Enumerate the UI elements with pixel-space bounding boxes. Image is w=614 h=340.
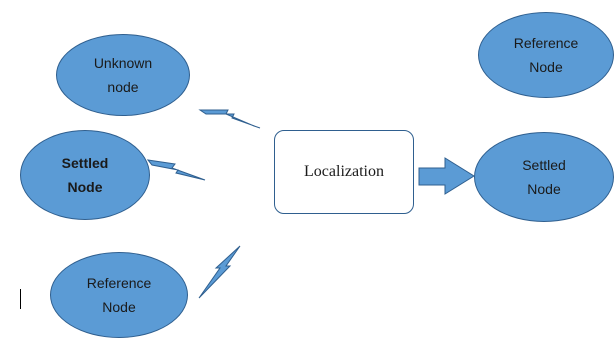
lightning-bolt-icon (146, 159, 206, 181)
node-settled-right: Settled Node (474, 132, 614, 222)
localization-box: Localization (274, 130, 414, 214)
node-label-line: Settled (61, 155, 109, 171)
node-label-line: Reference (86, 275, 152, 291)
lightning-bolt-icon (198, 245, 241, 299)
localization-label: Localization (304, 163, 384, 180)
node-reference-right: Reference Node (478, 12, 614, 98)
node-label-line: Reference (513, 35, 579, 51)
node-settled-left: Settled Node (20, 130, 150, 220)
node-label-line: Node (67, 179, 103, 195)
arrow-right-icon (418, 157, 475, 195)
node-reference-left: Reference Node (50, 252, 188, 338)
text-cursor (20, 289, 21, 309)
lightning-bolt-icon (198, 109, 261, 129)
node-label-line: Node (527, 181, 561, 197)
node-label-line: Node (529, 59, 563, 75)
node-label-line: Node (102, 299, 136, 315)
node-label-line: Settled (522, 157, 566, 173)
node-label-line: Unknown (93, 55, 153, 71)
node-label-line: node (107, 79, 139, 95)
node-unknown: Unknown node (56, 34, 190, 116)
